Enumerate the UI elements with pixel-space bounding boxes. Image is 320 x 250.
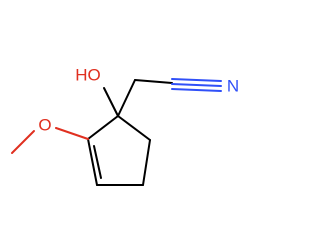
- bond-c2-o: [55, 127, 89, 140]
- hydroxyl-label: HO: [75, 66, 101, 85]
- ring-bond-c2-c3: [87, 138, 98, 186]
- ring-double-bond-c2-c3-inner: [93, 145, 102, 179]
- ring-bond-c5-c1: [117, 115, 151, 141]
- ring-bond-c4-c5: [142, 139, 151, 186]
- triple-bond-upper: [171, 78, 222, 82]
- triple-bond-lower: [171, 88, 222, 92]
- molecule-structure: HO O N: [11, 66, 239, 186]
- bond-o-ch3: [11, 130, 35, 154]
- bond-c1-ch2: [117, 79, 136, 117]
- triple-bond-middle: [171, 83, 222, 87]
- bond-ch2-cn: [134, 79, 173, 84]
- bond-c1-oh: [103, 87, 119, 117]
- nitrile-nitrogen-label: N: [227, 77, 239, 96]
- methoxy-oxygen-label: O: [38, 116, 51, 135]
- ring-bond-c1-c2: [87, 115, 119, 140]
